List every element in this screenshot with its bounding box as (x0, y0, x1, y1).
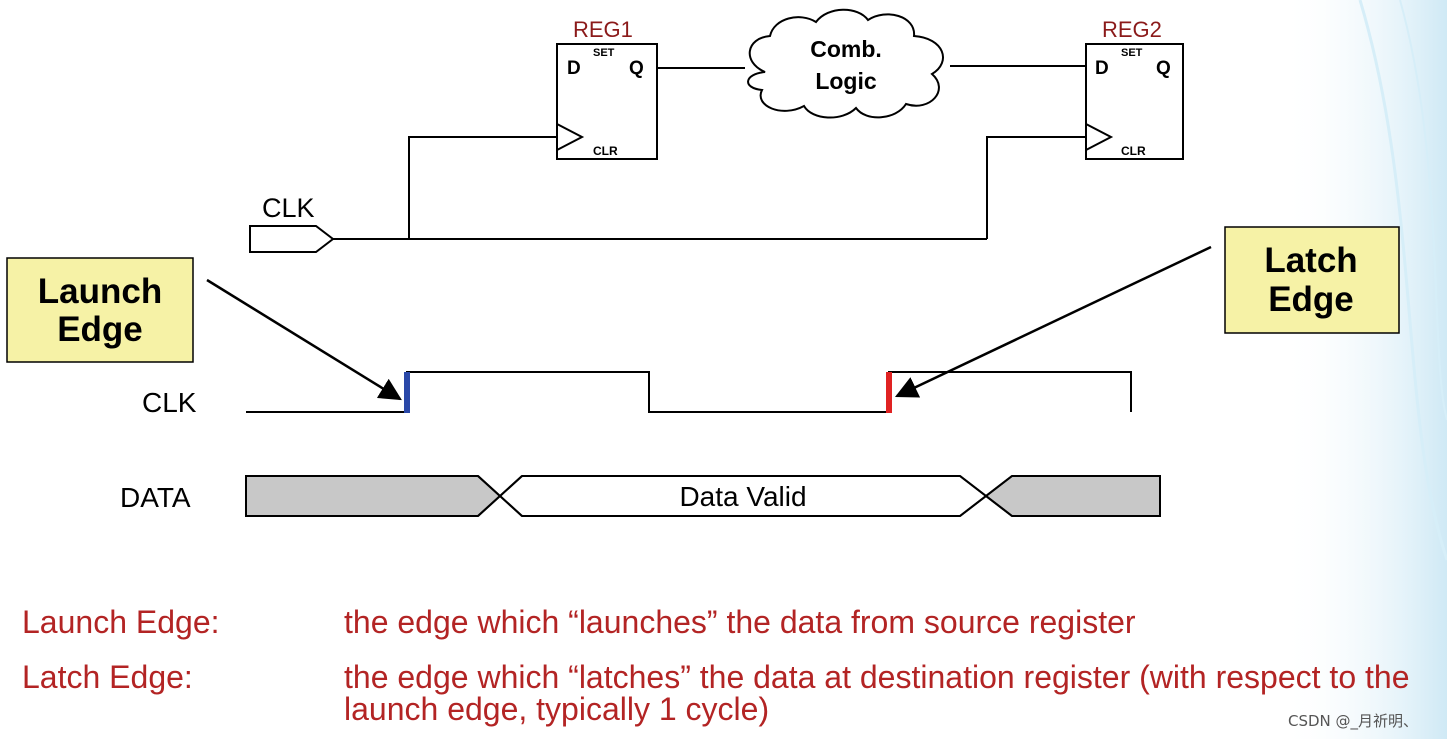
watermark: CSDN @_月祈明、 (1288, 712, 1419, 730)
data-valid-label: Data Valid (679, 481, 806, 512)
reg2-clr-pin: CLR (1121, 144, 1146, 158)
reg1-set-pin: SET (593, 47, 615, 59)
reg2-clock-triangle (1085, 123, 1114, 151)
reg2-name: REG2 (1102, 17, 1162, 42)
reg1-clr-pin: CLR (593, 144, 618, 158)
definition-text: the edge which “latches” the data at des… (344, 659, 1410, 727)
launch-callout-line2: Edge (57, 310, 143, 349)
data-invalid-left (245, 475, 502, 517)
definition-term: Latch Edge: (22, 659, 193, 695)
comb-logic-label-1: Comb. (810, 36, 882, 62)
reg1-d-pin: D (567, 58, 581, 79)
clock-wires (333, 136, 1086, 240)
latch-callout-line2: Edge (1268, 280, 1354, 319)
latch-arrow (894, 245, 1212, 398)
clk-wave-label: CLK (142, 387, 197, 418)
comb-logic-cloud: Comb. Logic (747, 8, 944, 119)
reg1-clock-triangle (556, 123, 585, 151)
clk-input-port: CLK (249, 193, 335, 253)
launch-edge-callout: Launch Edge (6, 257, 402, 401)
launch-callout-line1: Launch (38, 272, 162, 311)
reg2-q-pin: Q (1156, 58, 1171, 79)
reg1-name: REG1 (573, 17, 633, 42)
data-wires (657, 65, 1086, 69)
reg2-d-pin: D (1095, 58, 1109, 79)
data-wave-label: DATA (120, 482, 191, 513)
register-reg2: REG2 D SET Q CLR (1085, 17, 1184, 160)
data-waveform: DATA Data Valid (120, 475, 1161, 517)
latch-callout-line1: Latch (1264, 241, 1357, 280)
clk-port-label: CLK (262, 193, 315, 223)
reg1-q-pin: Q (629, 58, 644, 79)
launch-arrow (206, 278, 402, 401)
definition-term: Launch Edge: (22, 604, 220, 640)
background-swoosh (1280, 0, 1447, 739)
definition-text: the edge which “launches” the data from … (344, 604, 1136, 640)
data-invalid-right (984, 475, 1161, 517)
register-reg1: REG1 D SET Q CLR (556, 17, 658, 160)
reg2-set-pin: SET (1121, 47, 1143, 59)
clk-waveform: CLK (142, 371, 1132, 418)
comb-logic-label-2: Logic (815, 68, 877, 94)
